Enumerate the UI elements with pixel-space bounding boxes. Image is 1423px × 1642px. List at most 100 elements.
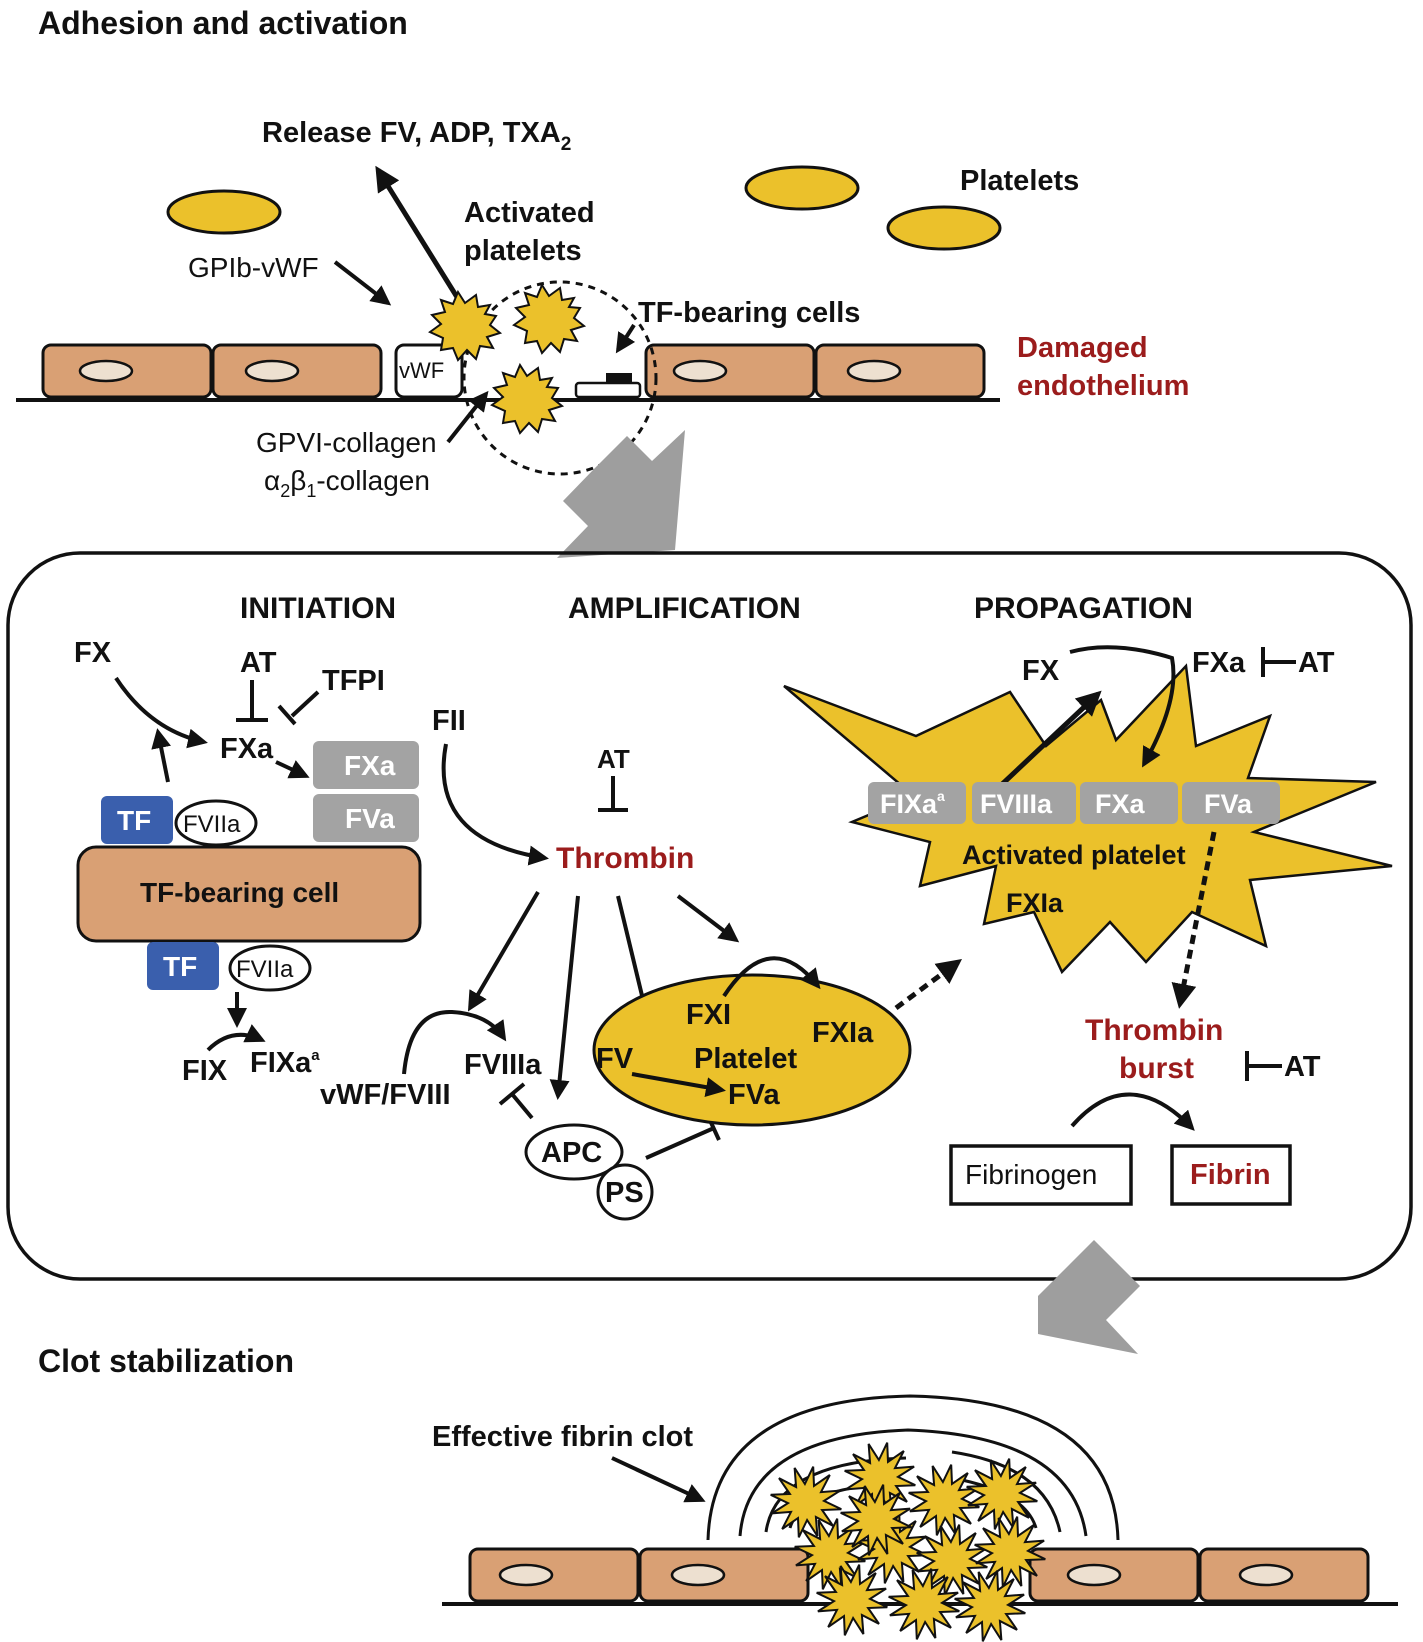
prop-fx: FX [1022, 655, 1060, 687]
phase-amplification: AMPLIFICATION [568, 592, 801, 625]
prop-fxia: FXIa [1006, 888, 1064, 918]
platelet-resting [166, 189, 282, 235]
fxa-gray-box [1080, 782, 1178, 824]
fibrin-dome-outer [706, 1394, 1120, 1541]
cell-nucleus [1238, 1563, 1294, 1587]
gray-down-arrow [557, 430, 685, 558]
cell-nucleus [78, 359, 134, 383]
adhesion-title: Adhesion and activation [38, 5, 408, 41]
aggregated-platelet-star [908, 1464, 980, 1536]
fibrinogen-box [949, 1144, 1133, 1206]
init-at: AT [240, 647, 277, 679]
cell-nucleus [244, 359, 300, 383]
gpib-label: GPIb-vWF [188, 252, 319, 283]
gpib-arrow [333, 260, 392, 306]
fii-to-thrombin-arrow [441, 743, 549, 866]
init-fix: FIX [182, 1055, 228, 1087]
activated-platelet-star [512, 282, 587, 355]
release-label: Release FV, ADP, TXA2 [262, 117, 571, 155]
burst-at: AT [1284, 1051, 1321, 1083]
aggregated-platelet-star [916, 1524, 988, 1596]
amp-fxi: FXI [686, 999, 731, 1031]
ps-circle [596, 1163, 654, 1221]
vwf-release-arrow [402, 1009, 507, 1075]
fibrinogen-label: Fibrinogen [965, 1159, 1097, 1190]
init-fixa: FIXaa [250, 1047, 320, 1079]
release-arrow [375, 165, 473, 320]
amp-fviiia: FVIIIa [464, 1049, 542, 1081]
aggregated-platelet-star [974, 1516, 1046, 1588]
fviiia-to-fx-arrow [996, 690, 1102, 790]
effective-clot-label: Effective fibrin clot [432, 1421, 693, 1453]
amp-fii: FII [432, 705, 466, 737]
activated-platelet-star [428, 289, 503, 362]
platelet-aggregate [770, 1442, 1046, 1642]
endothelial-cell [468, 1547, 640, 1603]
amp-fxia: FXIa [812, 1017, 874, 1049]
cascade-panel [6, 551, 1413, 1281]
gpvi-arrow [446, 390, 489, 444]
fxa-to-box-arrow [275, 760, 310, 779]
amp-fva: FVa [728, 1079, 780, 1111]
cell-nucleus [672, 359, 728, 383]
aggregated-platelet-star [770, 1466, 842, 1538]
platelet-oval [592, 973, 912, 1127]
endothelial-cell [644, 343, 816, 399]
prop-fviiia-label: FVIIIa [980, 789, 1053, 819]
effective-clot-arrow [611, 1456, 706, 1503]
init-fxa: FXa [220, 733, 274, 765]
prop-fixa-label: FIXaa [880, 788, 945, 819]
gpvi-label: GPVI-collagen [256, 427, 437, 458]
tf-blue-box [101, 796, 173, 844]
ps-label: PS [605, 1177, 644, 1209]
amp-fv: FV [596, 1043, 634, 1075]
tf-bearing-cell-label: TF-bearing cell [140, 877, 339, 908]
fibrin-label: Fibrin [1190, 1159, 1271, 1191]
aggregated-platelet-star [840, 1484, 912, 1556]
fx-to-fxa-arrow [114, 676, 208, 749]
injury-zone [462, 280, 658, 476]
activated-platelet-star [490, 362, 565, 435]
prop-fxa-box-label: FXa [1095, 789, 1146, 819]
aggregated-platelet-star [954, 1570, 1026, 1642]
fibrin-strand [738, 1428, 1088, 1537]
fibrinogen-to-fibrin-arrow [1070, 1092, 1195, 1131]
cell-nucleus [670, 1563, 726, 1587]
apc-oval [524, 1123, 624, 1181]
apc-inhibit-fviiia-bar [498, 1082, 526, 1106]
a2b1-label: α2β1-collagen [264, 465, 430, 501]
apc-inhibit-fviiia-line [510, 1092, 534, 1120]
tf-to-fx-arrow [151, 728, 171, 783]
amp-platelet: Platelet [694, 1043, 797, 1075]
tf-top-label: TF [117, 805, 151, 836]
fxa-feedback-arrow [1069, 645, 1176, 768]
platelets-label: Platelets [960, 165, 1079, 197]
tf-bottom-label: TF [163, 951, 197, 982]
prop-fva-box-label: FVa [1204, 789, 1253, 819]
thrombin-label: Thrombin [556, 842, 694, 875]
phase-initiation: INITIATION [240, 592, 396, 625]
tf-blue-box [147, 942, 219, 990]
vwf-box [394, 343, 464, 399]
platelet-resting [744, 165, 860, 211]
tf-bearing-cell-marker [574, 381, 642, 399]
fxia-to-propagation-arrow [894, 959, 963, 1011]
tfpi-inhibit-line [290, 690, 320, 718]
fibrin-box [1170, 1144, 1292, 1206]
fix-to-fixa-arrow [206, 1024, 266, 1052]
thrombin-to-fxi-arrow [676, 894, 740, 943]
fviia-bottom-label: FVIIa [236, 956, 294, 983]
fxa-gray-box [313, 741, 419, 789]
fviia-top-label: FVIIa [183, 811, 241, 838]
amp-at: AT [597, 744, 630, 774]
tfpi-inhibit-bar [277, 704, 297, 726]
fxa-box-label: FXa [344, 750, 396, 781]
fva-box-label: FVa [345, 803, 395, 834]
phase-propagation: PROPAGATION [974, 592, 1193, 625]
apc-inhibit-fva-line [645, 1126, 715, 1160]
aggregated-platelet-star [816, 1564, 888, 1636]
aggregated-platelet-star [966, 1458, 1038, 1530]
tf-bearing-cell [76, 845, 422, 943]
fviia-oval [174, 799, 258, 847]
